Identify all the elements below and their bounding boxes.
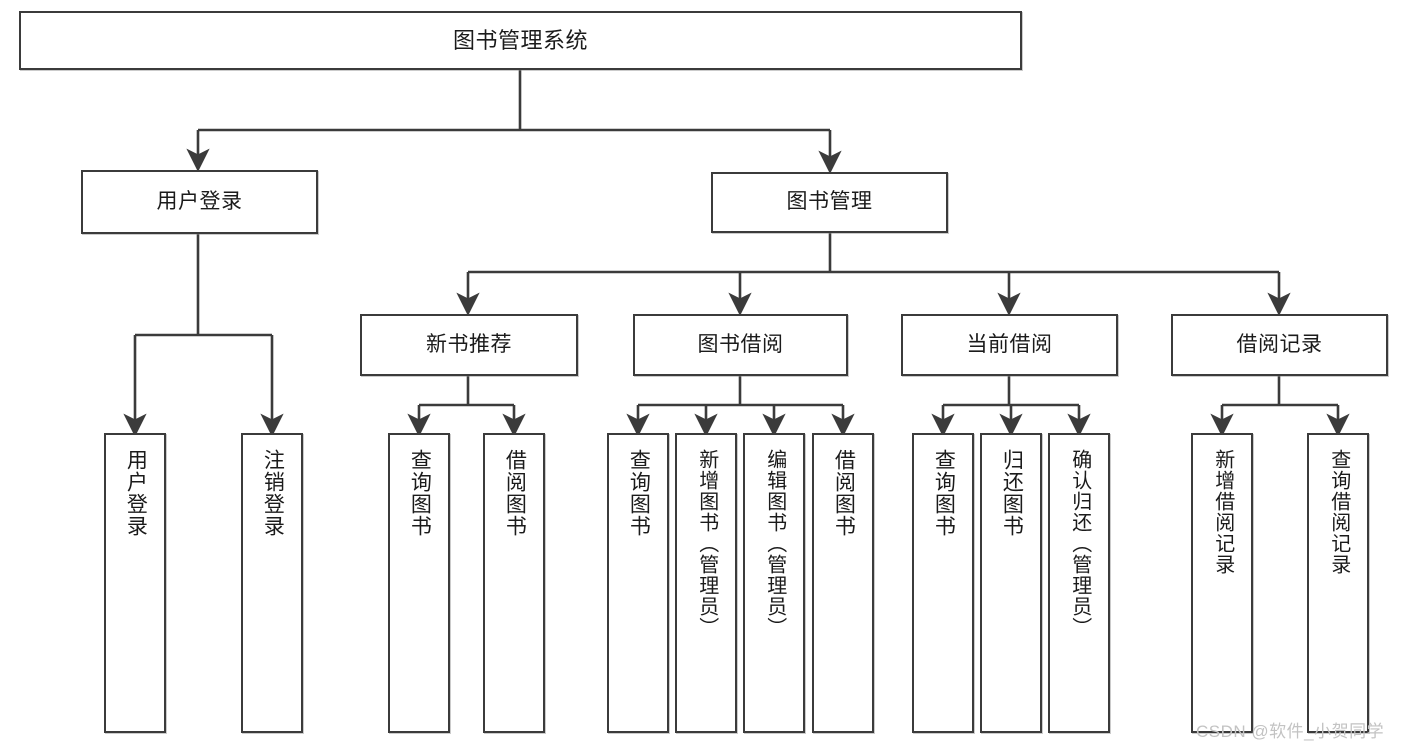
- csdn-watermark: CSDN @软件_小贺同学: [1196, 722, 1385, 741]
- node-leaf-add-record-label: 新增借阅记录: [1211, 449, 1234, 575]
- node-leaf-query-book-2[interactable]: 查询图书: [607, 433, 669, 733]
- node-leaf-borrow-book-1[interactable]: 借阅图书: [483, 433, 545, 733]
- node-new-book-recommendation[interactable]: 新书推荐: [360, 314, 578, 376]
- node-leaf-user-login-label: 用户登录: [124, 449, 148, 537]
- node-root-system-label: 图书管理系统: [452, 27, 588, 53]
- node-leaf-return-book-label: 归还图书: [1000, 449, 1024, 537]
- node-book-manage-label: 图书管理: [786, 190, 873, 214]
- node-borrow-record-label: 借阅记录: [1236, 332, 1323, 356]
- node-book-manage[interactable]: 图书管理: [711, 172, 948, 233]
- node-leaf-confirm-return-label: 确认归还（管理员）: [1068, 449, 1091, 638]
- node-leaf-logout[interactable]: 注销登录: [241, 433, 303, 733]
- node-leaf-borrow-book-2[interactable]: 借阅图书: [812, 433, 874, 733]
- node-leaf-query-book-1-label: 查询图书: [408, 449, 432, 537]
- node-leaf-logout-label: 注销登录: [261, 449, 285, 537]
- node-leaf-edit-book[interactable]: 编辑图书（管理员）: [743, 433, 805, 733]
- node-leaf-query-book-2-label: 查询图书: [627, 449, 651, 537]
- node-root-system[interactable]: 图书管理系统: [19, 11, 1022, 70]
- node-leaf-query-book-1[interactable]: 查询图书: [388, 433, 450, 733]
- node-leaf-add-record[interactable]: 新增借阅记录: [1191, 433, 1253, 733]
- node-leaf-add-book-label: 新增图书（管理员）: [695, 449, 718, 638]
- node-new-book-recommendation-label: 新书推荐: [426, 332, 512, 356]
- node-borrow-record[interactable]: 借阅记录: [1171, 314, 1388, 376]
- node-leaf-query-record[interactable]: 查询借阅记录: [1307, 433, 1369, 733]
- node-leaf-user-login[interactable]: 用户登录: [104, 433, 166, 733]
- node-leaf-confirm-return[interactable]: 确认归还（管理员）: [1048, 433, 1110, 733]
- node-current-borrow-label: 当前借阅: [966, 332, 1053, 356]
- node-user-login-label: 用户登录: [156, 189, 243, 213]
- node-leaf-add-book[interactable]: 新增图书（管理员）: [675, 433, 737, 733]
- node-book-borrow-label: 图书借阅: [697, 332, 784, 356]
- node-leaf-return-book[interactable]: 归还图书: [980, 433, 1042, 733]
- node-user-login[interactable]: 用户登录: [81, 170, 318, 234]
- node-book-borrow[interactable]: 图书借阅: [633, 314, 848, 376]
- node-leaf-edit-book-label: 编辑图书（管理员）: [763, 449, 786, 638]
- node-leaf-borrow-book-2-label: 借阅图书: [832, 449, 856, 537]
- node-leaf-borrow-book-1-label: 借阅图书: [503, 449, 527, 537]
- node-leaf-query-book-3-label: 查询图书: [932, 449, 956, 537]
- node-current-borrow[interactable]: 当前借阅: [901, 314, 1118, 376]
- node-leaf-query-record-label: 查询借阅记录: [1327, 449, 1350, 575]
- node-leaf-query-book-3[interactable]: 查询图书: [912, 433, 974, 733]
